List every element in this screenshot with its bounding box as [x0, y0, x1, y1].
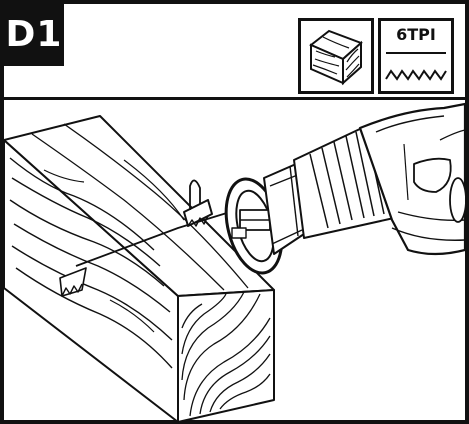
saw-blade-teeth-icon: [385, 52, 447, 81]
wood-material-icon-box: [298, 18, 374, 94]
step-label: D1: [4, 4, 64, 66]
tpi-label: 6TPI: [396, 25, 436, 44]
panel-header: D1 6TPI: [4, 4, 465, 100]
reciprocating-saw-illustration: [224, 102, 465, 275]
blade-spec-icon-box: 6TPI: [378, 18, 454, 94]
wood-beam-illustration: [4, 115, 275, 423]
saw-blade-illustration: [183, 179, 213, 227]
saw-cutting-illustration: [4, 102, 465, 423]
wood-icon: [309, 29, 363, 86]
